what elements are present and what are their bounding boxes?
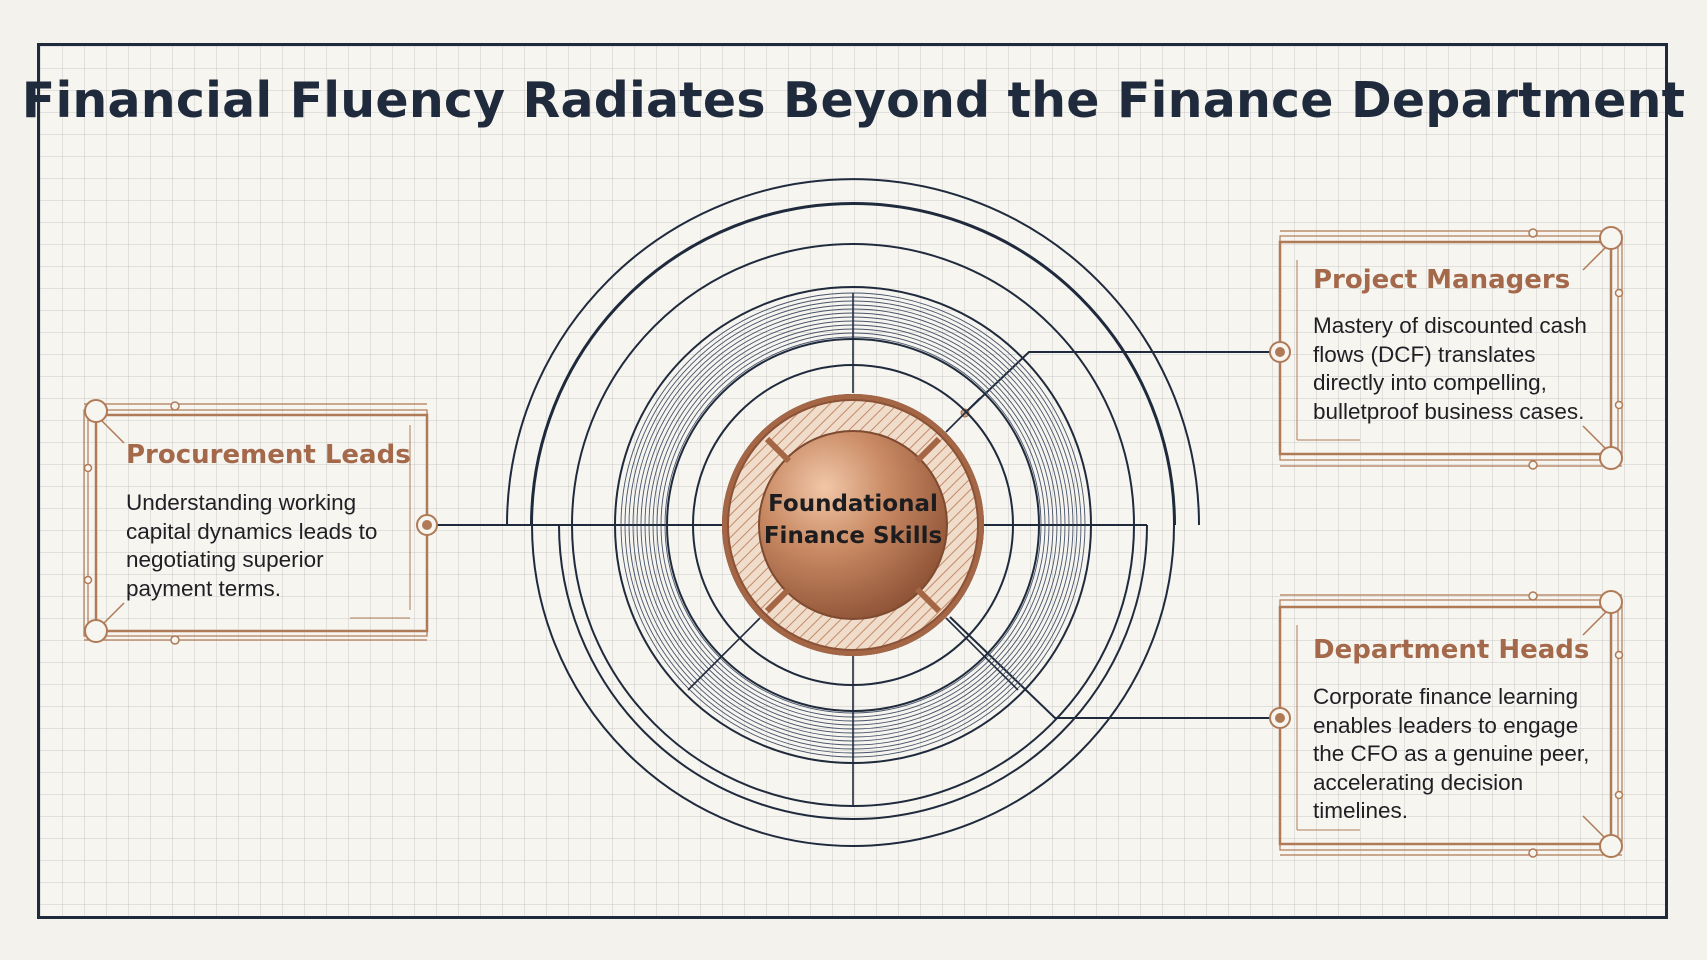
connector-project [960,351,1280,418]
center-label-line-1: Foundational [768,491,938,517]
card-frame-department [1269,590,1624,858]
connector-department [949,616,1280,719]
card-department-heads: Department Heads Corporate finance learn… [1280,607,1611,844]
page-title: Financial Fluency Radiates Beyond the Fi… [21,72,1686,129]
card-body-line: accelerating decision [1313,769,1524,795]
card-frame-project [1269,226,1624,470]
card-body-line: timelines. [1313,798,1409,823]
center-label-line-2: Finance Skills [763,523,943,549]
core-node [722,394,984,656]
card-body: Mastery of discounted cash flows (DCF) t… [1313,312,1587,426]
card-title: Procurement Leads [126,440,411,470]
card-title: Department Heads [1313,635,1590,665]
card-body-line: enables leaders to engage [1313,712,1579,738]
card-procurement-leads: Procurement Leads Understanding working … [96,415,427,631]
card-body-line: the CFO as a genuine peer, [1313,741,1590,766]
card-body-line: payment terms. [126,575,282,601]
card-body-line: Corporate finance learning [1313,684,1579,709]
card-body-line: negotiating superior [126,547,324,572]
card-body: Understanding working capital dynamics l… [126,489,377,603]
card-body-line: Mastery of discounted cash [1313,313,1587,338]
card-body-line: flows (DCF) translates [1313,341,1536,367]
card-body-line: Understanding working [126,490,357,515]
card-project-managers: Project Managers Mastery of discounted c… [1280,242,1611,454]
card-frame-procurement [83,399,438,645]
card-body-line: capital dynamics leads to [126,518,378,544]
card-body-line: bulletproof business cases. [1313,398,1585,424]
card-body: Corporate finance learning enables leade… [1313,683,1589,826]
card-body-line: directly into compelling, [1313,370,1547,395]
card-title: Project Managers [1313,265,1571,295]
center-label: Foundational Finance Skills [753,488,953,552]
spokes [620,293,1090,805]
